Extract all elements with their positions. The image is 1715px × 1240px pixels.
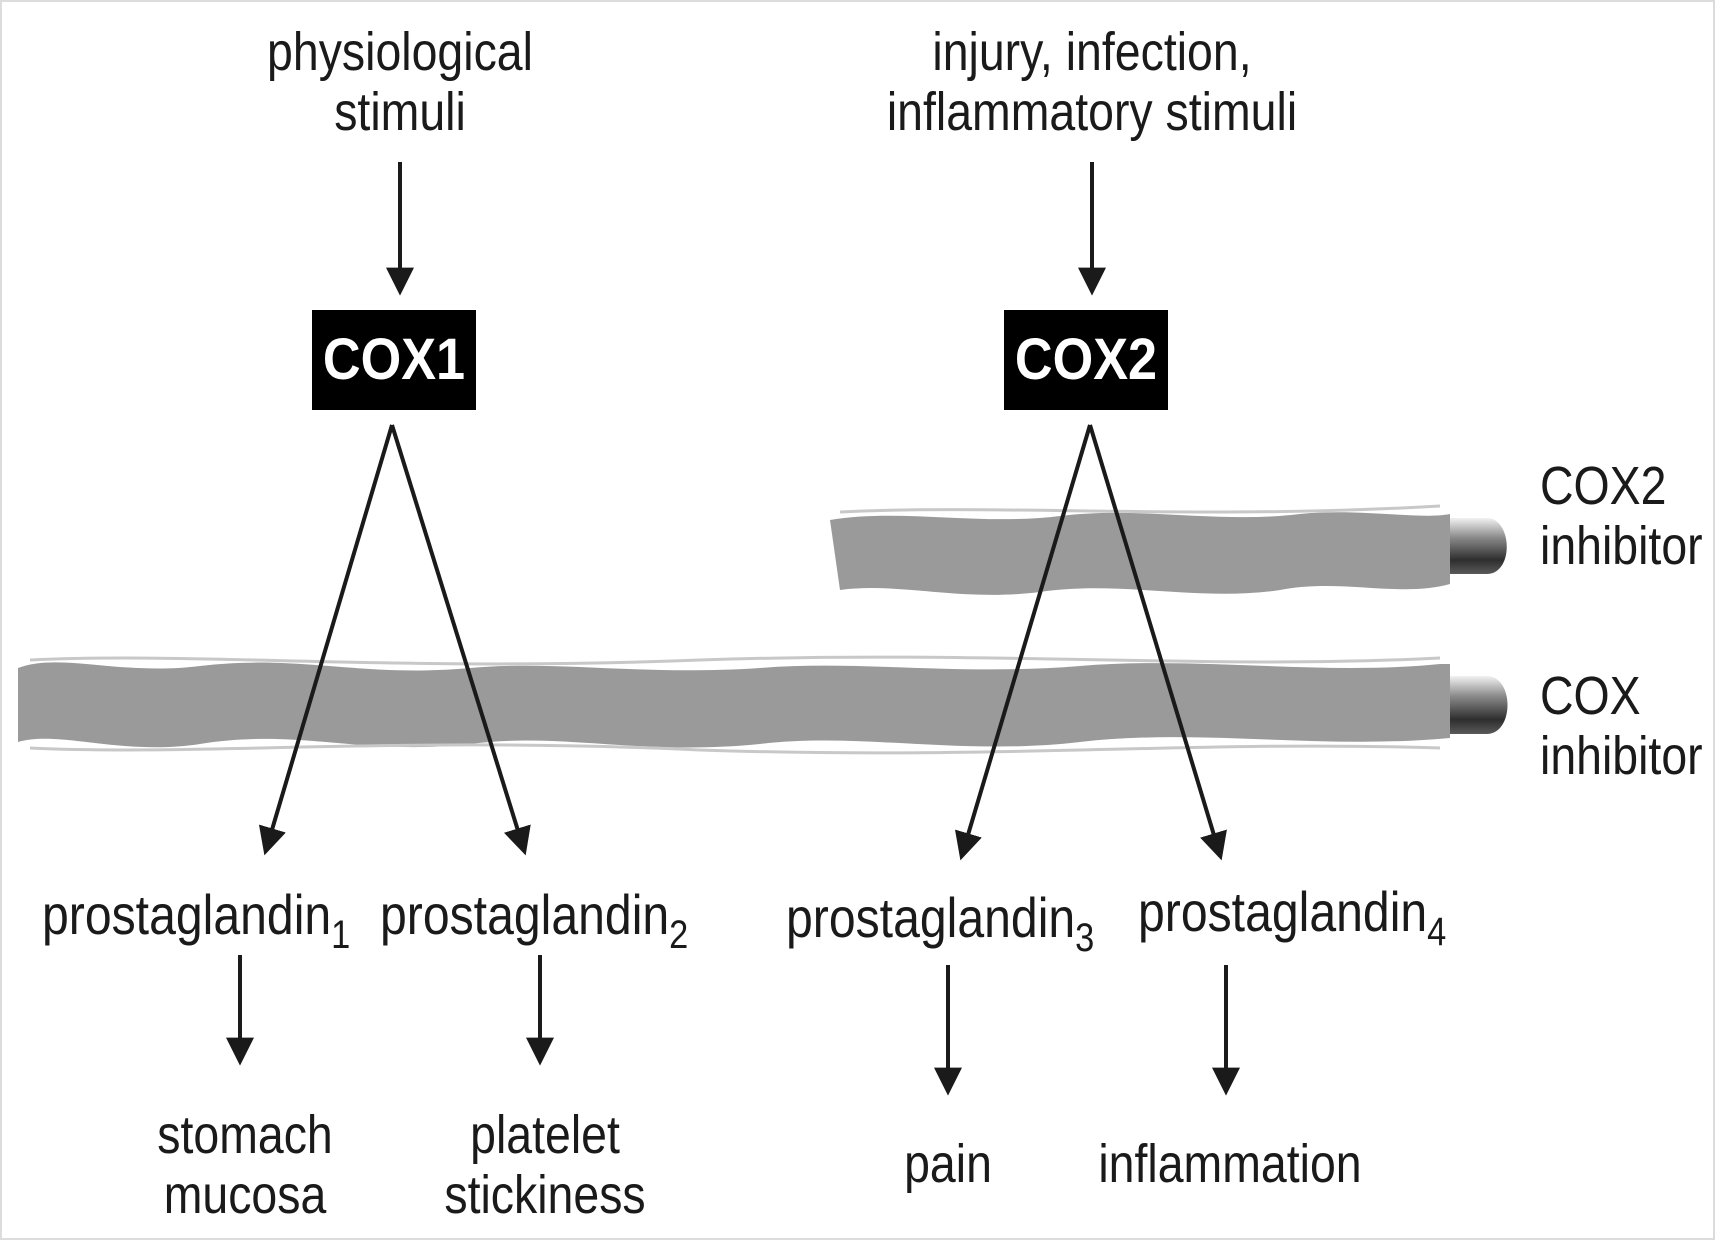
cox2-box: COX2: [1004, 310, 1168, 410]
injury-stimuli-line: injury, infection,: [851, 22, 1333, 82]
cox-bar-texture: [30, 745, 1440, 753]
inflammation-label: inflammation: [1084, 1134, 1376, 1194]
pain-line: pain: [862, 1134, 1034, 1194]
prostaglandin-3-label: prostaglandin3: [786, 888, 1094, 968]
prostaglandin-1-subscript: 1: [331, 913, 350, 957]
cox1-label: COX1: [323, 310, 465, 410]
arrow-cox1-to-prostaglandin2: [392, 425, 524, 850]
prostaglandin-2-base: prostaglandin: [380, 883, 669, 946]
arrow-cox1-to-prostaglandin1: [266, 425, 392, 850]
prostaglandin-1-base: prostaglandin: [42, 883, 331, 946]
injury-stimuli-label: injury, infection, inflammatory stimuli: [851, 22, 1333, 142]
prostaglandin-2-label: prostaglandin2: [380, 885, 688, 965]
cox2-inhibitor-label: COX2 inhibitor: [1540, 456, 1703, 576]
stomach-mucosa-line: mucosa: [120, 1165, 369, 1225]
cox-inhibitor-line: COX: [1540, 666, 1703, 726]
cox-inhibitor-bar: [18, 662, 1450, 747]
arrow-cox2-to-prostaglandin3: [962, 425, 1090, 855]
injury-stimuli-line: inflammatory stimuli: [851, 82, 1333, 142]
platelet-stickiness-line: platelet: [420, 1105, 669, 1165]
cox2-label: COX2: [1015, 310, 1157, 410]
prostaglandin-3-base: prostaglandin: [786, 886, 1075, 949]
cox-inhibitor-bullet-icon: [1450, 676, 1508, 734]
cox2-inhibitor-line: COX2: [1540, 456, 1703, 516]
cox2-inhibitor-line: inhibitor: [1540, 516, 1703, 576]
physiological-stimuli-line: physiological: [245, 22, 555, 82]
stomach-mucosa-line: stomach: [120, 1105, 369, 1165]
cox1-box: COX1: [312, 310, 476, 410]
platelet-stickiness-line: stickiness: [420, 1165, 669, 1225]
prostaglandin-1-label: prostaglandin1: [42, 885, 350, 965]
cox-inhibitor-label: COX inhibitor: [1540, 666, 1703, 786]
cox2-inhibitor-bullet-icon: [1450, 518, 1507, 574]
arrow-cox2-to-prostaglandin4: [1090, 425, 1220, 855]
physiological-stimuli-line: stimuli: [245, 82, 555, 142]
stomach-mucosa-label: stomach mucosa: [120, 1105, 369, 1225]
cox2-inhibitor-bar: [830, 512, 1450, 595]
prostaglandin-4-base: prostaglandin: [1138, 880, 1427, 943]
pain-label: pain: [862, 1134, 1034, 1194]
physiological-stimuli-label: physiological stimuli: [245, 22, 555, 142]
prostaglandin-2-subscript: 2: [669, 913, 688, 957]
inflammation-line: inflammation: [1084, 1134, 1376, 1194]
prostaglandin-3-subscript: 3: [1075, 916, 1094, 960]
prostaglandin-4-subscript: 4: [1427, 910, 1446, 954]
cox-inhibitor-line: inhibitor: [1540, 726, 1703, 786]
platelet-stickiness-label: platelet stickiness: [420, 1105, 669, 1225]
cox2-bar-texture: [840, 506, 1440, 512]
prostaglandin-4-label: prostaglandin4: [1138, 882, 1446, 962]
